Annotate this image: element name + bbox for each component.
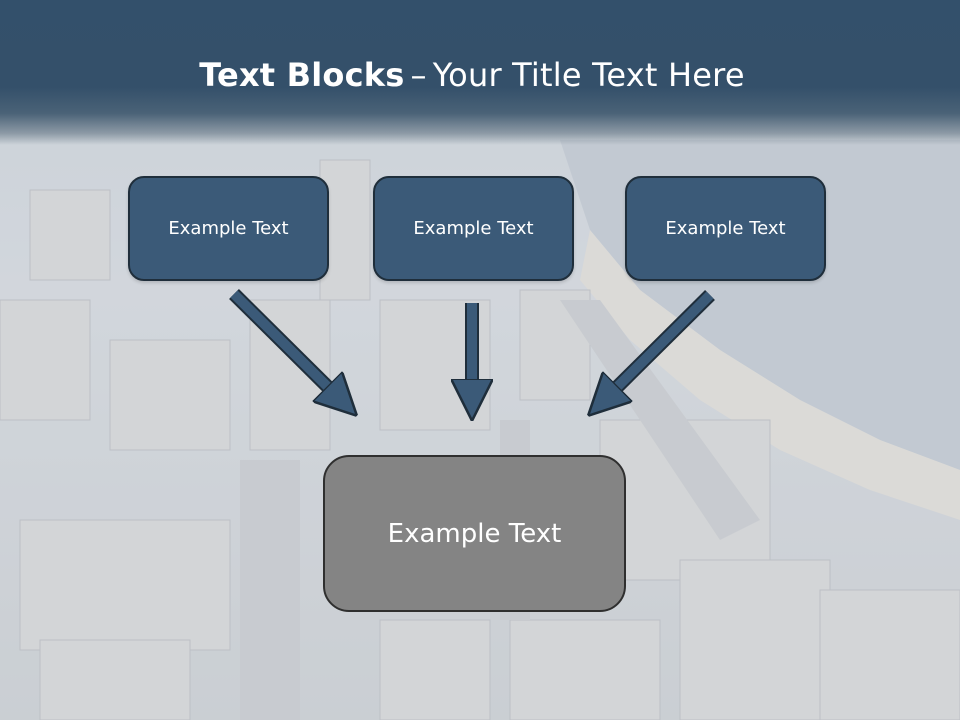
arrow-right (600, 290, 715, 404)
text-block-1[interactable]: Example Text (128, 176, 329, 281)
title-bar: Text Blocks–Your Title Text Here (0, 0, 960, 145)
title-rest: Your Title Text Here (432, 56, 745, 94)
main-text-block-label: Example Text (387, 518, 562, 549)
title-separator: – (410, 56, 427, 94)
text-block-1-label: Example Text (168, 218, 289, 239)
main-text-block[interactable]: Example Text (323, 455, 626, 612)
arrow-left (229, 289, 345, 404)
title-bold: Text Blocks (199, 56, 405, 94)
text-block-3[interactable]: Example Text (625, 176, 826, 281)
text-block-3-label: Example Text (665, 218, 786, 239)
slide-title: Text Blocks–Your Title Text Here (0, 54, 944, 96)
text-block-2-label: Example Text (413, 218, 534, 239)
text-block-2[interactable]: Example Text (373, 176, 574, 281)
